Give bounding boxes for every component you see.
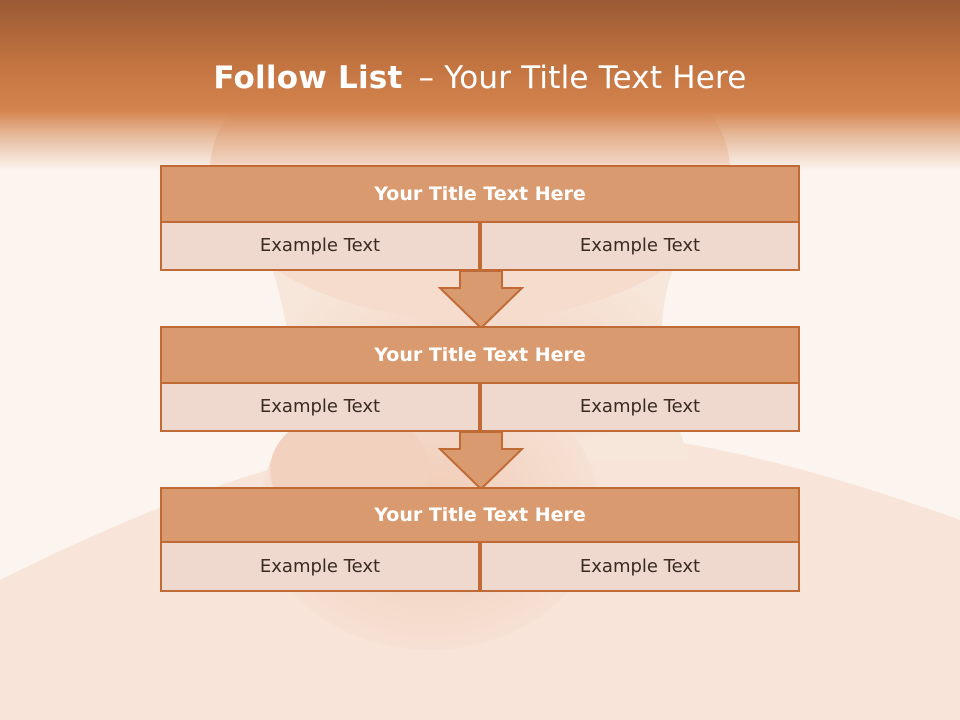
- slide-title: Follow List–Your Title Text Here: [0, 56, 960, 100]
- title-dash: –: [418, 60, 435, 96]
- step-1-right-cell: Example Text: [480, 221, 800, 271]
- step-title-2: Your Title Text Here: [160, 326, 800, 384]
- step-2-right-cell: Example Text: [480, 382, 800, 432]
- step-title-1: Your Title Text Here: [160, 165, 800, 223]
- step-3-left-cell: Example Text: [160, 541, 480, 592]
- step-3-right-cell: Example Text: [480, 541, 800, 592]
- step-box-3: Your Title Text Here Example Text Exampl…: [160, 487, 800, 592]
- title-bold-part: Follow List: [213, 60, 403, 96]
- header-band: [0, 0, 960, 170]
- step-box-1: Your Title Text Here Example Text Exampl…: [160, 165, 800, 271]
- step-box-2: Your Title Text Here Example Text Exampl…: [160, 326, 800, 432]
- down-arrow-icon: [438, 270, 524, 330]
- step-2-left-cell: Example Text: [160, 382, 480, 432]
- step-1-left-cell: Example Text: [160, 221, 480, 271]
- step-title-3: Your Title Text Here: [160, 487, 800, 543]
- down-arrow-icon: [438, 431, 524, 491]
- title-rest: Your Title Text Here: [444, 60, 747, 96]
